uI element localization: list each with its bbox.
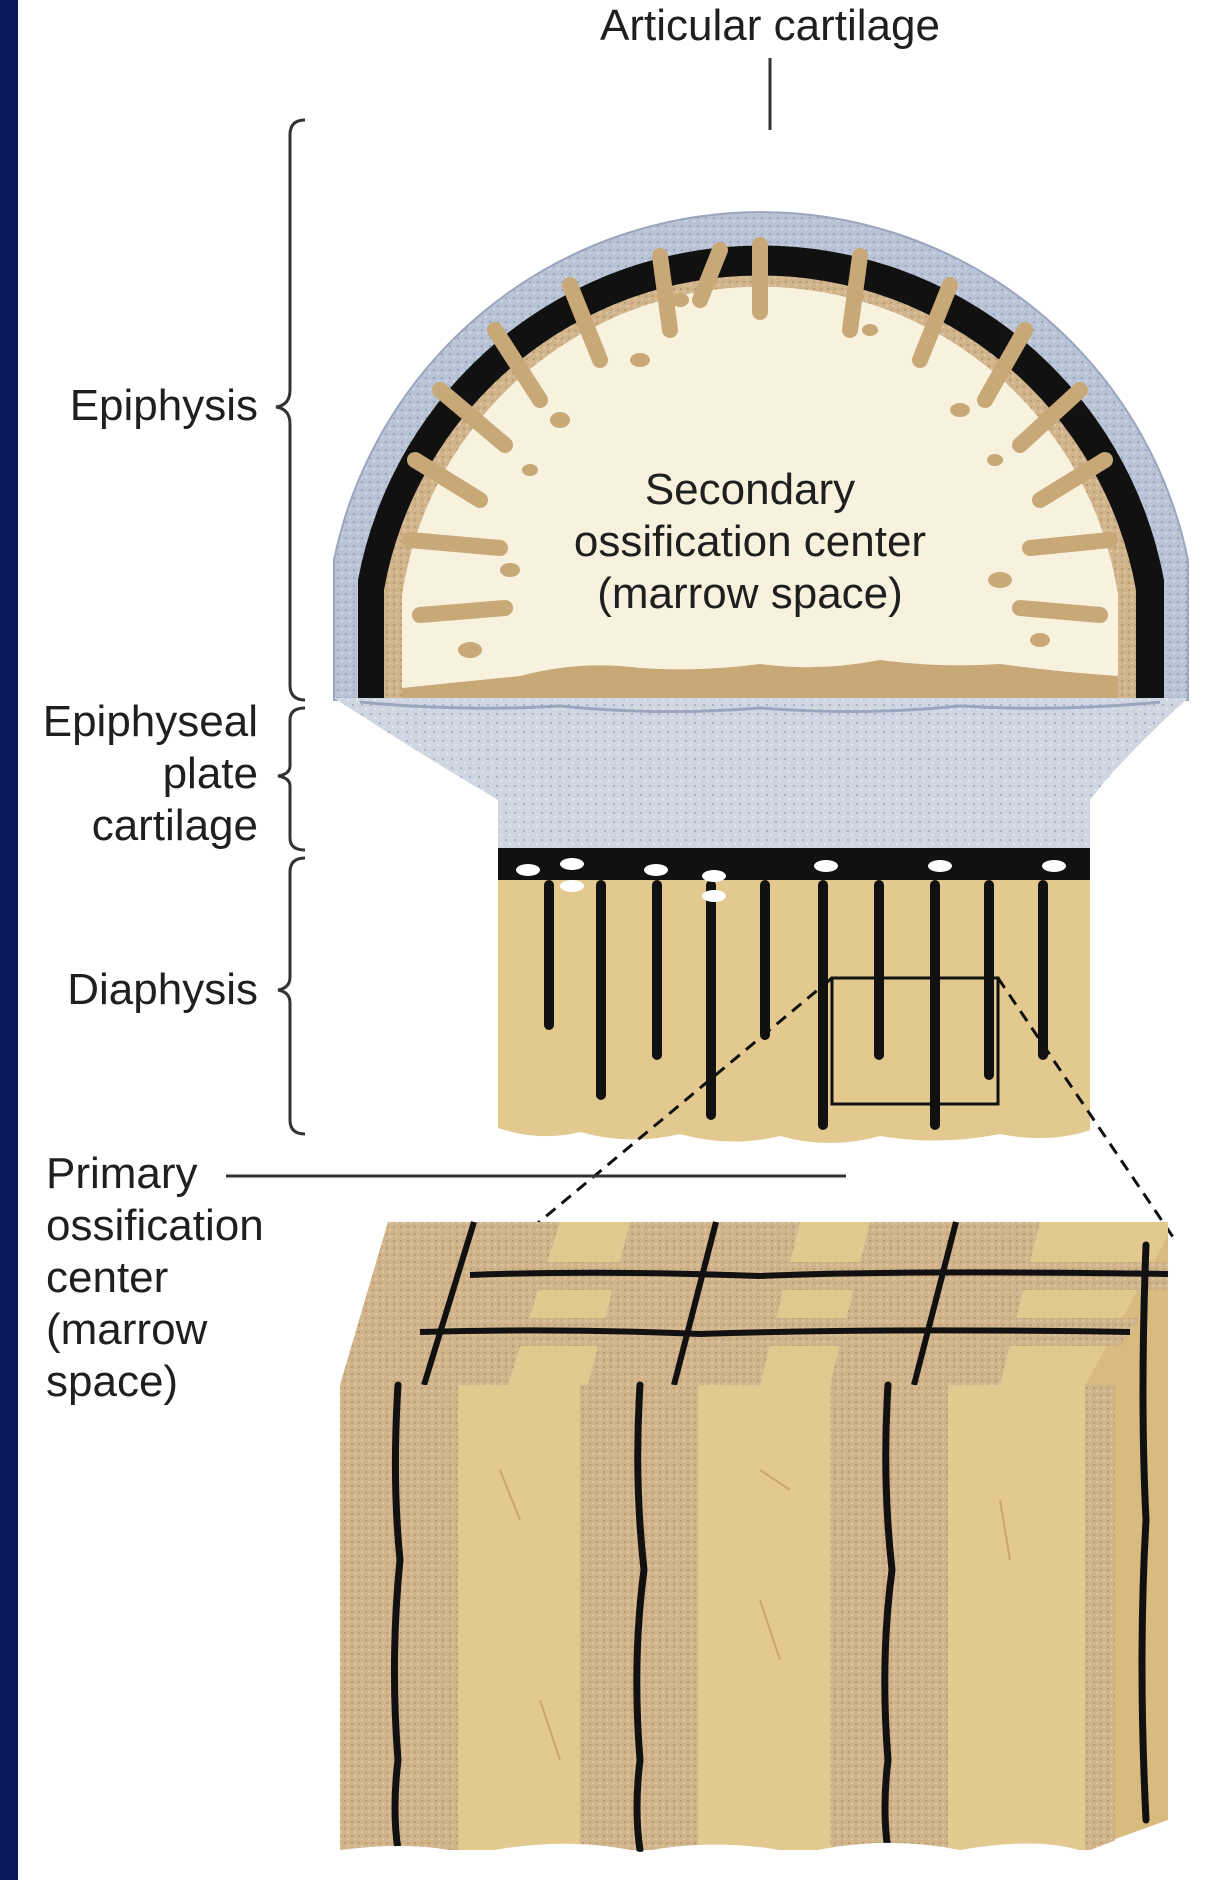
primary-line-1: Primary: [46, 1148, 306, 1200]
label-primary-ossification: Primary ossification center (marrow spac…: [46, 1148, 306, 1408]
secondary-line-2: ossification center: [520, 516, 980, 568]
plate-bracket: [278, 708, 305, 850]
label-epiphysis: Epiphysis: [30, 380, 258, 432]
plate-line-2: plate: [10, 748, 258, 800]
diaphysis-bracket: [278, 858, 305, 1134]
plate-line-3: cartilage: [10, 800, 258, 852]
epiphyseal-plate: [334, 698, 1188, 848]
label-articular-cartilage: Articular cartilage: [560, 0, 980, 52]
secondary-line-1: Secondary: [520, 464, 980, 516]
primary-line-5: space): [46, 1356, 306, 1408]
epiphysis-bracket: [276, 120, 305, 700]
primary-line-3: center: [46, 1252, 306, 1304]
secondary-line-3: (marrow space): [520, 568, 980, 620]
label-epiphyseal-plate: Epiphyseal plate cartilage: [10, 696, 258, 852]
plate-line-1: Epiphyseal: [10, 696, 258, 748]
diaphysis-columns: [498, 858, 1090, 1150]
brackets: [276, 120, 305, 1134]
label-diaphysis: Diaphysis: [30, 964, 258, 1016]
label-secondary-ossification: Secondary ossification center (marrow sp…: [520, 464, 980, 620]
primary-line-4: (marrow: [46, 1304, 306, 1356]
primary-line-2: ossification: [46, 1200, 306, 1252]
diaphysis-top-black: [498, 848, 1090, 882]
zoomed-block: [340, 1222, 1168, 1880]
